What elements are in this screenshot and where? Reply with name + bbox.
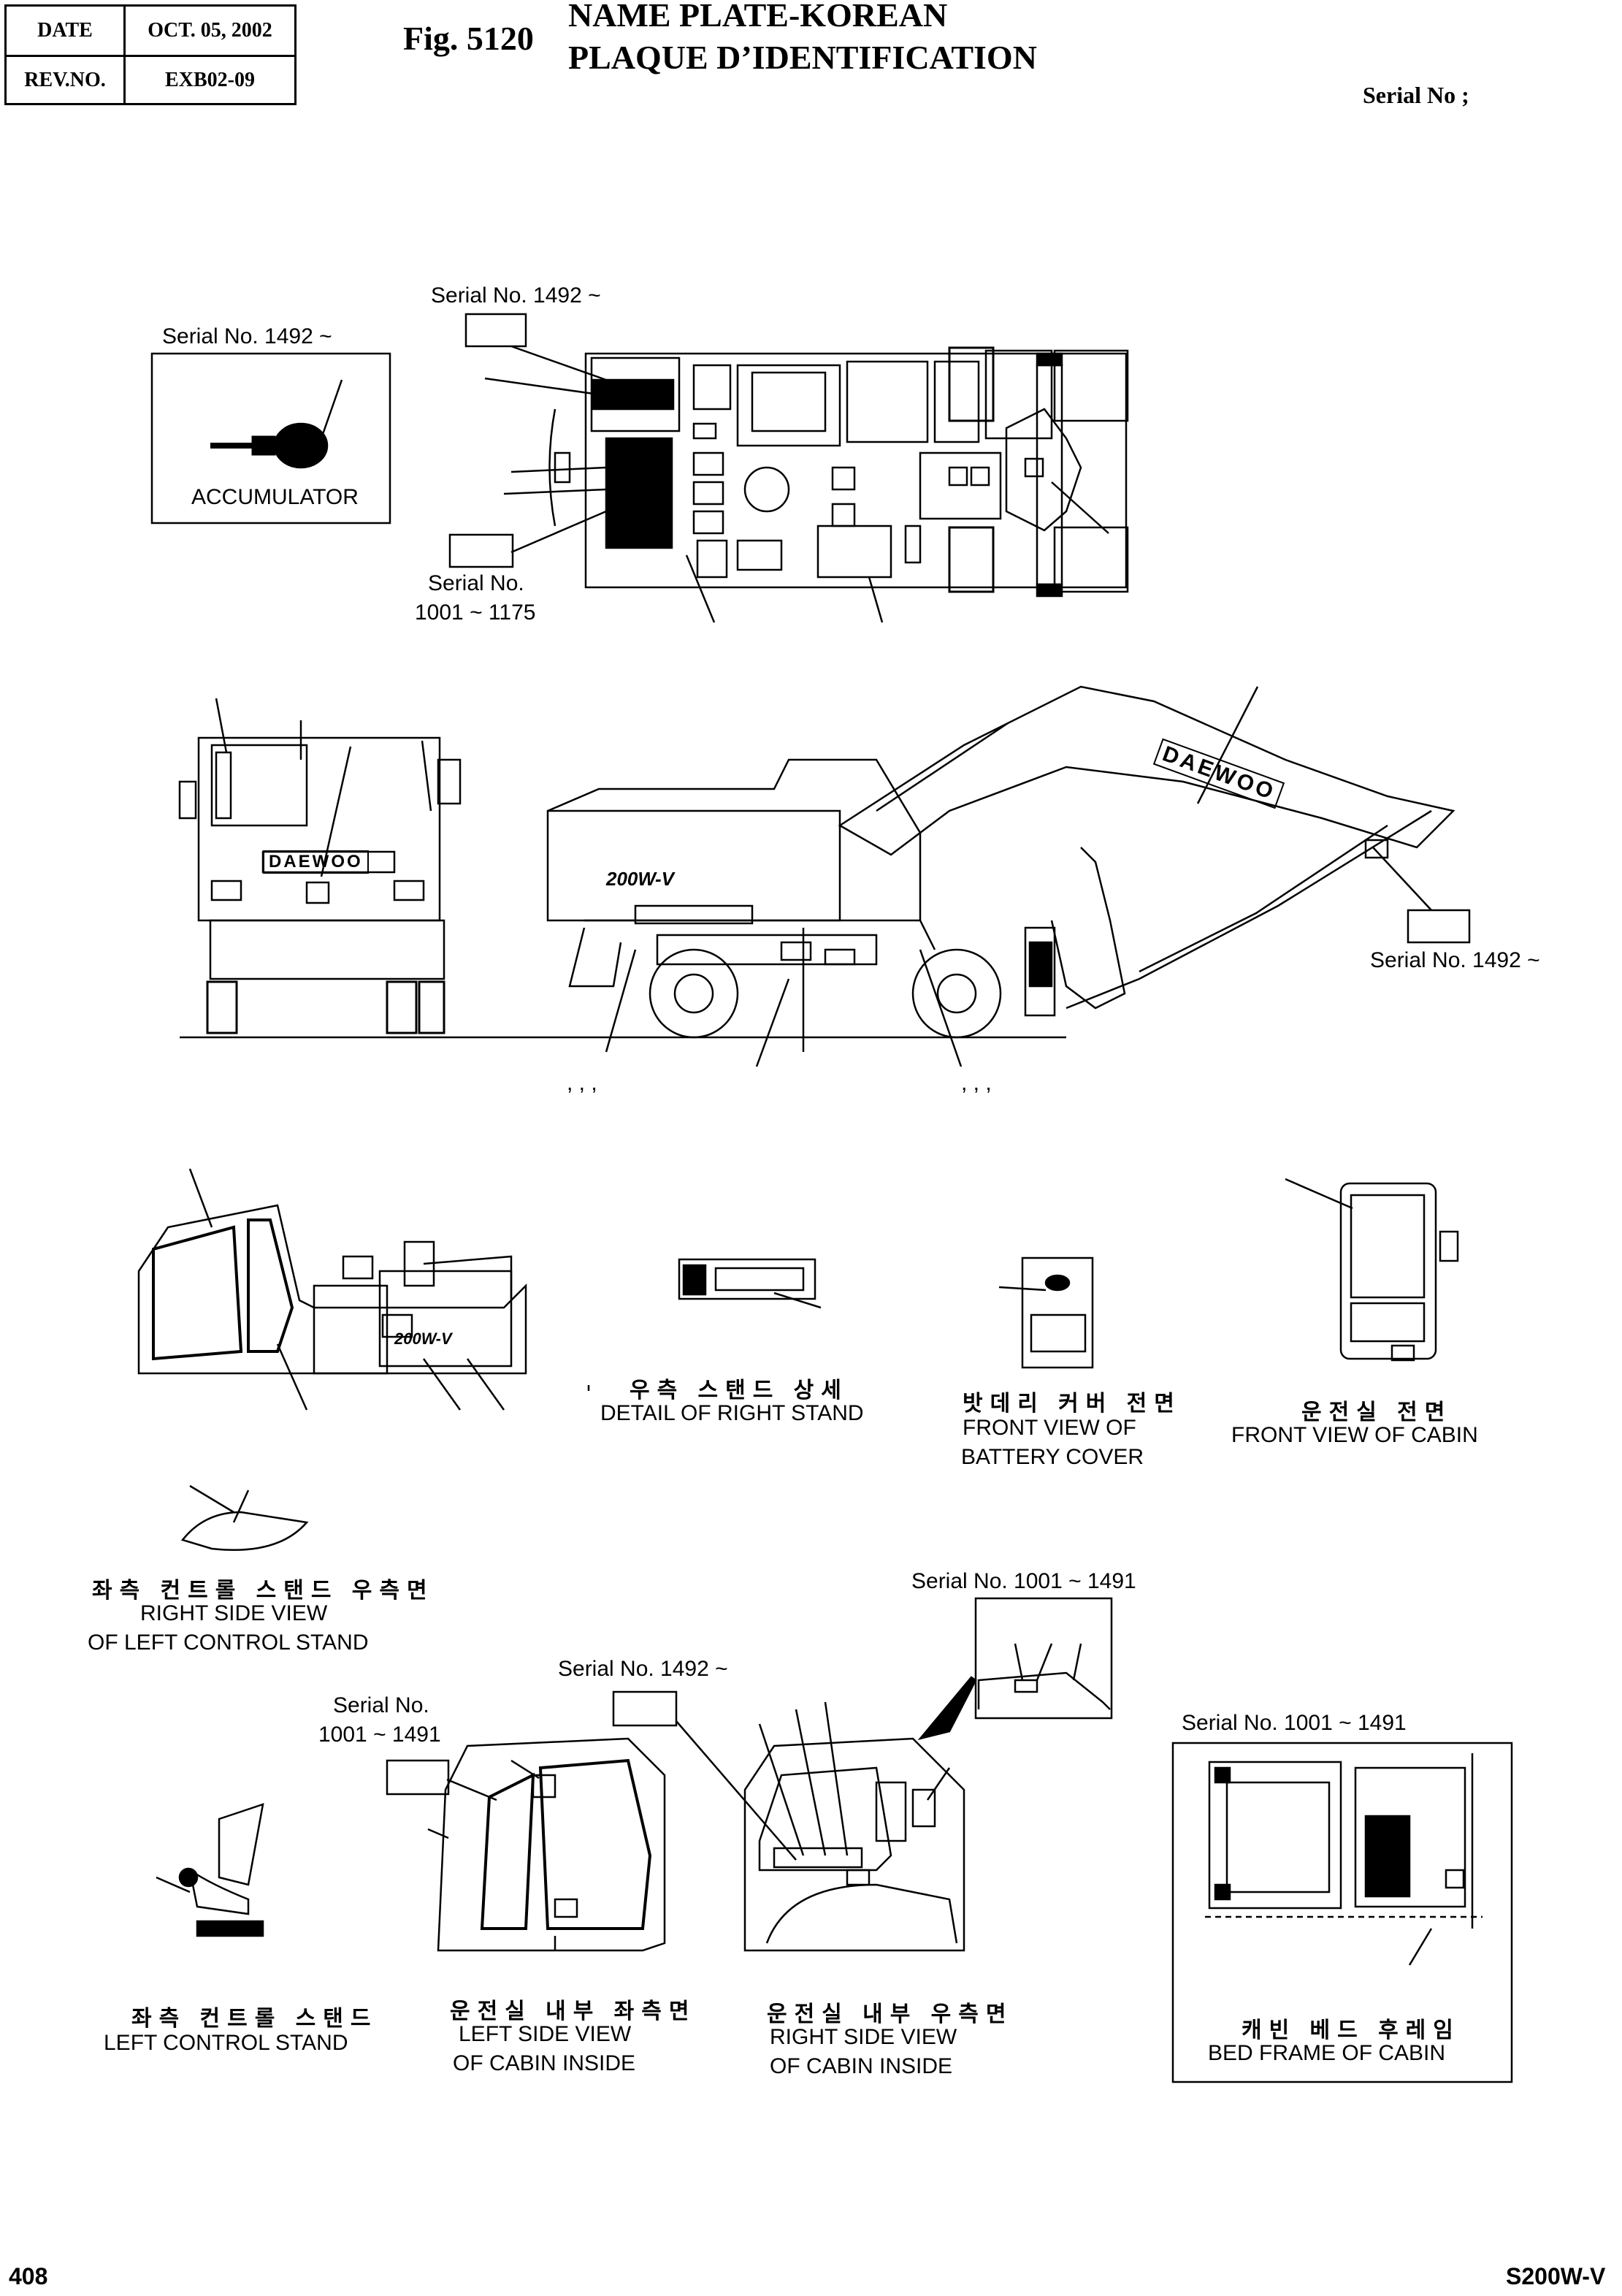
label-cabin-right-en-1: RIGHT SIDE VIEW <box>770 2025 957 2049</box>
label-right-stand-en: DETAIL OF RIGHT STAND <box>600 1401 864 1425</box>
model-code: S200W-V <box>1506 2263 1606 2289</box>
revision-table: DATE OCT. 05, 2002 REV.NO. EXB02-09 <box>4 4 297 105</box>
label-commas-left: , , , <box>567 1071 597 1095</box>
label-cabin-front-en: FRONT VIEW OF CABIN <box>1231 1423 1478 1447</box>
seat-icon <box>156 1803 264 1937</box>
label-bed-frame-kr: 캐빈 베드 후레임 <box>1242 2018 1461 2043</box>
bed-frame-icon <box>1205 1753 1483 1966</box>
label-serial-1001-1491-c: Serial No. 1001 ~ 1491 <box>1182 1711 1407 1735</box>
control-stand-side-icon <box>180 1484 309 1552</box>
right-stand-icon <box>587 1258 822 1391</box>
model-label-body: 200W-V <box>606 868 674 890</box>
label-left-stand-side-kr: 좌측 컨트롤 스탠드 우측면 <box>92 1579 435 1603</box>
rev-label: REV.NO. <box>24 68 106 91</box>
upper-structure-side-icon <box>137 1168 527 1411</box>
label-serial-1492-b: Serial No. 1492 ~ <box>558 1657 728 1681</box>
label-bed-frame-en: BED FRAME OF CABIN <box>1208 2041 1446 2065</box>
page-number: 408 <box>9 2263 48 2289</box>
label-cabin-right-en-2: OF CABIN INSIDE <box>770 2054 953 2078</box>
label-cabin-right-kr: 운전실 내부 우측면 <box>767 2002 1014 2026</box>
label-top-serial-1492: Serial No. 1492 ~ <box>431 283 601 308</box>
date-value: OCT. 05, 2002 <box>148 19 272 42</box>
label-serial-no-b: Serial No. <box>333 1693 429 1717</box>
cabin-front-icon <box>1285 1178 1459 1362</box>
cabin-right-inside-icon <box>612 1690 965 1952</box>
label-left-stand-side-en-2: OF LEFT CONTROL STAND <box>88 1631 369 1655</box>
label-range-1001-1175: 1001 ~ 1175 <box>415 600 536 625</box>
label-accumulator: ACCUMULATOR <box>191 485 359 509</box>
rev-value: EXB02-09 <box>165 68 255 91</box>
cabin-left-inside-icon <box>386 1737 666 1952</box>
label-battery-kr: 밧데리 커버 전면 <box>963 1392 1182 1416</box>
label-accumulator-serial: Serial No. 1492 ~ <box>162 324 332 348</box>
model-label-upper: 200W-V <box>394 1330 452 1348</box>
label-range-1001-1491: 1001 ~ 1491 <box>318 1723 441 1747</box>
label-cabin-front-kr: 운전실 전면 <box>1301 1400 1453 1424</box>
figure-number: Fig. 5120 <box>403 20 534 57</box>
serial-heading: Serial No ; <box>1363 82 1469 108</box>
accumulator-icon <box>210 379 343 469</box>
page-title-line2: PLAQUE D’IDENTIFICATION <box>568 39 1037 76</box>
label-cabin-left-kr: 운전실 내부 좌측면 <box>450 1999 697 2024</box>
battery-cover-icon <box>998 1256 1094 1369</box>
label-commas-right: , , , <box>961 1071 992 1095</box>
label-battery-en-2: BATTERY COVER <box>961 1445 1144 1469</box>
label-boom-serial-1492: Serial No. 1492 ~ <box>1370 948 1540 972</box>
label-cabin-left-en-2: OF CABIN INSIDE <box>453 2051 636 2075</box>
label-right-stand-kr: 우측 스탠드 상세 <box>630 1378 849 1403</box>
top-view-machine-icon <box>548 346 1129 598</box>
excavator-side-view-icon <box>178 685 1471 1039</box>
date-label: DATE <box>37 19 93 42</box>
label-left-stand-side-en-1: RIGHT SIDE VIEW <box>140 1601 328 1625</box>
label-left-stand-en: LEFT CONTROL STAND <box>104 2031 348 2055</box>
label-left-stand-kr: 좌측 컨트롤 스탠드 <box>131 2007 378 2031</box>
page-title-line1: NAME PLATE-KOREAN <box>568 0 948 34</box>
label-serial-no-a: Serial No. <box>428 571 524 595</box>
label-cabin-left-en-1: LEFT SIDE VIEW <box>459 2022 632 2046</box>
cabin-roof-icon <box>977 1643 1111 1710</box>
label-battery-en-1: FRONT VIEW OF <box>963 1416 1136 1440</box>
brand-label-rear: DAEWOO <box>263 850 369 874</box>
label-serial-1001-1491-a: Serial No. 1001 ~ 1491 <box>911 1569 1136 1593</box>
